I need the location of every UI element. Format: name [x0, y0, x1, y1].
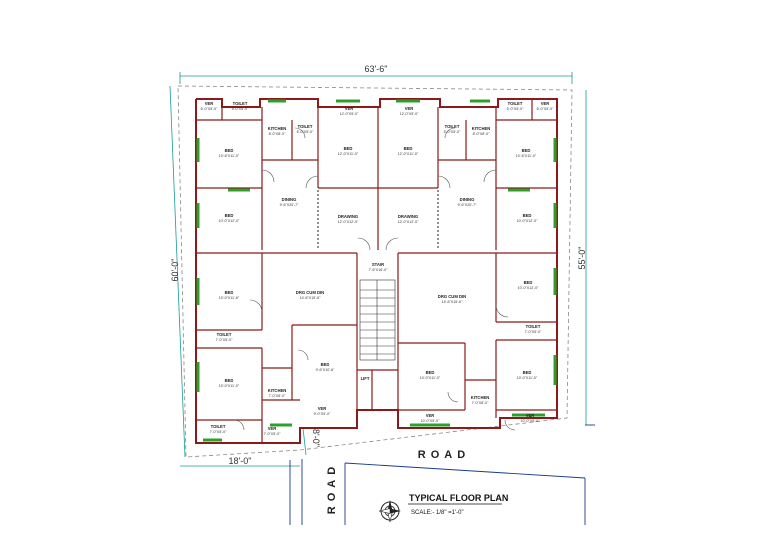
- room-drawing-r: DRAWING: [398, 214, 418, 219]
- svg-text:12'-0"X12'-0": 12'-0"X12'-0": [338, 220, 359, 224]
- room-kitchen-bl: KITCHEN: [268, 388, 287, 393]
- svg-text:5'-0"X5'-0": 5'-0"X5'-0": [297, 130, 314, 134]
- road-lines: [289, 424, 595, 525]
- svg-text:7'-0"X5'-0": 7'-0"X5'-0": [216, 338, 233, 342]
- svg-text:6'-0"X5'-0": 6'-0"X5'-0": [537, 107, 554, 111]
- left-height-dim: 60'-0": [170, 259, 180, 282]
- svg-text:12'-0"X5'-0": 12'-0"X5'-0": [340, 112, 359, 116]
- room-bed-tl: BED: [225, 148, 234, 153]
- room-toilet-t1: TOILET: [298, 124, 313, 129]
- top-width-dim: 63'-6": [365, 64, 388, 74]
- svg-text:10'-0"X11'-6": 10'-0"X11'-6": [219, 296, 240, 300]
- svg-text:6'-0"X5'-0": 6'-0"X5'-0": [201, 107, 218, 111]
- room-toilet-tl: TOILET: [233, 101, 248, 106]
- room-bed-mr: BED: [523, 213, 532, 218]
- room-toilet-tr: TOILET: [508, 101, 523, 106]
- room-kitchen-br: KITCHEN: [471, 395, 490, 400]
- svg-text:10'-0"X5'-0": 10'-0"X5'-0": [421, 419, 440, 423]
- svg-text:10'-0"X5'-0": 10'-0"X5'-0": [521, 419, 540, 423]
- svg-text:7'-0"X5'-0": 7'-0"X5'-0": [525, 330, 542, 334]
- room-bed-l5: BED: [225, 378, 234, 383]
- svg-text:10'-0"X11'-0": 10'-0"X11'-0": [420, 376, 441, 380]
- interior-walls: [196, 99, 557, 443]
- room-toilet-bl: TOILET: [211, 424, 226, 429]
- room-ver-tr: VER: [541, 101, 550, 106]
- room-drg-r: DRG CUM DIN: [438, 294, 466, 299]
- room-labels: VER 6'-0"X5'-0" TOILET 5'-0"X5'-0" VER 1…: [201, 101, 554, 436]
- room-bed-c: BED: [321, 362, 330, 367]
- svg-text:12'-0"X11'-0": 12'-0"X11'-0": [338, 152, 359, 156]
- side-road-label: ROAD: [326, 462, 338, 514]
- room-ver-bc: VER: [318, 406, 327, 411]
- compass-icon: [378, 500, 401, 523]
- svg-text:7'-0"X5'-0": 7'-0"X5'-0": [264, 432, 281, 436]
- stair-steps: [359, 279, 396, 361]
- svg-text:9'-0"X5'-0": 9'-0"X5'-0": [314, 412, 331, 416]
- room-toilet-t2: TOILET: [445, 124, 460, 129]
- svg-text:9'-6"X20'-7": 9'-6"X20'-7": [280, 203, 299, 207]
- svg-text:12'-0"X11'-0": 12'-0"X11'-0": [398, 152, 419, 156]
- room-bed-r3: BED: [524, 280, 533, 285]
- svg-text:9'-6"X20'-7": 9'-6"X20'-7": [458, 203, 477, 207]
- svg-text:7'-6"X16'-0": 7'-6"X16'-0": [369, 268, 388, 272]
- svg-text:10'-6"X11'-0": 10'-6"X11'-0": [219, 154, 240, 158]
- right-height-dim: 55'-0": [577, 247, 587, 270]
- windows: [196, 99, 557, 442]
- svg-text:10'-0"X11'-0": 10'-0"X11'-0": [517, 376, 538, 380]
- room-ver-br1: VER: [426, 413, 435, 418]
- room-toilet-r4: TOILET: [526, 324, 541, 329]
- room-lift: LIFT: [361, 376, 370, 381]
- room-drawing-l: DRAWING: [338, 214, 358, 219]
- plan-scale: SCALE:- 1/8" =1'-0": [411, 510, 464, 516]
- plan-title: TYPICAL FLOOR PLAN: [409, 493, 508, 503]
- svg-text:12'-0"X5'-0": 12'-0"X5'-0": [400, 112, 419, 116]
- room-ver-br2: VER: [526, 413, 535, 418]
- room-bed-tc1: BED: [344, 146, 353, 151]
- room-ver-tl: VER: [205, 101, 214, 106]
- room-ver-tc2: VER: [405, 106, 414, 111]
- svg-text:10'-0"X12'-0": 10'-0"X12'-0": [219, 219, 240, 223]
- svg-text:7'-0"X8'-0": 7'-0"X8'-0": [472, 401, 489, 405]
- property-boundary: [177, 85, 573, 458]
- room-kitchen-tr: KITCHEN: [472, 126, 491, 131]
- svg-text:9'-6"X10'-6": 9'-6"X10'-6": [316, 368, 335, 372]
- svg-text:5'-0"X5'-0": 5'-0"X5'-0": [507, 107, 524, 111]
- room-ver-bl: VER: [268, 426, 277, 431]
- room-toilet-l4: TOILET: [217, 332, 232, 337]
- main-road-label: ROAD: [418, 449, 470, 461]
- room-drg-l: DRG CUM DIN: [296, 290, 324, 295]
- svg-text:14'-6"X15'-6": 14'-6"X15'-6": [442, 300, 463, 304]
- svg-text:14'-6"X15'-6": 14'-6"X15'-6": [300, 296, 321, 300]
- room-bed-tr: BED: [522, 148, 531, 153]
- dimension-lines: [169, 72, 587, 467]
- svg-text:10'-0"X12'-0": 10'-0"X12'-0": [518, 286, 539, 290]
- bottom-left-width-dim: 18'-0": [229, 456, 252, 466]
- room-kitchen-tl: KITCHEN: [268, 126, 287, 131]
- svg-text:12'-0"X12'-0": 12'-0"X12'-0": [398, 220, 419, 224]
- svg-text:8'-0"X8'-0": 8'-0"X8'-0": [473, 132, 490, 136]
- svg-text:10'-0"X12'-0": 10'-0"X12'-0": [517, 219, 538, 223]
- svg-text:5'-0"X5'-0": 5'-0"X5'-0": [232, 107, 249, 111]
- svg-text:10'-0"X11'-0": 10'-0"X11'-0": [219, 384, 240, 388]
- svg-text:7'-0"X5'-0": 7'-0"X5'-0": [210, 430, 227, 434]
- room-dining-l: DINING: [282, 197, 297, 202]
- dashed-openings: [317, 190, 439, 250]
- exterior-walls: [195, 98, 558, 444]
- svg-text:5'-0"X5'-0": 5'-0"X5'-0": [444, 130, 461, 134]
- room-stair: STAIR: [372, 262, 384, 267]
- svg-text:7'-0"X8'-0": 7'-0"X8'-0": [269, 394, 286, 398]
- room-ver-tc1: VER: [345, 106, 354, 111]
- room-bed-tc2: BED: [404, 146, 413, 151]
- svg-text:10'-6"X11'-0": 10'-6"X11'-0": [516, 154, 537, 158]
- room-bed-r5: BED: [523, 370, 532, 375]
- room-bed-cr: BED: [426, 370, 435, 375]
- room-bed-ml: BED: [225, 213, 234, 218]
- svg-text:8'-0"X8'-0": 8'-0"X8'-0": [269, 132, 286, 136]
- side-setback-dim: 8'-0": [311, 429, 321, 447]
- door-swings: [233, 127, 516, 431]
- room-dining-r: DINING: [460, 197, 475, 202]
- room-bed-l3: BED: [225, 290, 234, 295]
